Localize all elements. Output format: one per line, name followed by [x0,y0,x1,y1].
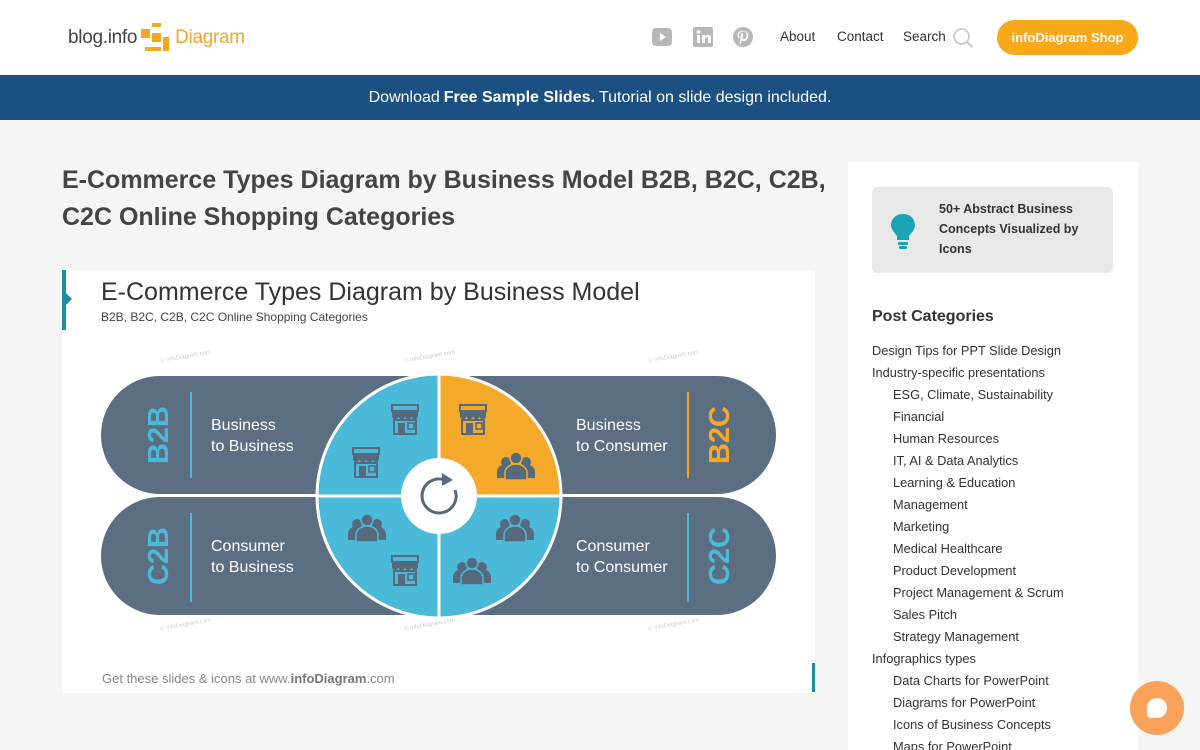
category-link[interactable]: Financial [893,409,945,424]
youtube-icon[interactable] [651,26,673,48]
promo-text: 50+ Abstract Business Concepts Visualize… [939,202,1079,256]
slide-accent-bar [62,270,66,330]
promo-card[interactable]: 50+ Abstract Business Concepts Visualize… [872,187,1113,273]
category-link[interactable]: Strategy Management [893,629,1019,644]
quadrant-c2c [437,494,563,620]
label-c2c-line2: to Consumer [576,559,668,576]
site-header: blog.info Diagram About Contact Search i… [0,0,1200,75]
slide-footer-suffix: .com [366,671,395,686]
categories-heading: Post Categories [872,308,994,325]
slide-subtitle: B2B, B2C, C2B, C2C Online Shopping Categ… [101,310,368,324]
promo-banner[interactable]: Download Free Sample Slides. Tutorial on… [0,75,1200,120]
code-b2c: B2C [704,406,736,464]
chat-button[interactable] [1130,681,1184,735]
category-link[interactable]: Infographics types [872,651,976,666]
code-b2b: B2B [143,406,175,464]
slide-footer-prefix: Get these slides & icons at www. [102,671,291,686]
category-link[interactable]: IT, AI & Data Analytics [893,453,1019,468]
category-link[interactable]: Maps for PowerPoint [893,739,1012,750]
banner-strong[interactable]: Free Sample Slides. [443,88,595,106]
slide-footer-bar [812,663,815,692]
nav-search[interactable]: Search [903,29,946,44]
label-c2c-line1: Consumer [576,538,650,555]
label-b2c-line1: Business [576,417,641,434]
cycle-center [401,458,477,534]
slide-accent-arrow-icon [66,293,72,305]
category-link[interactable]: Project Management & Scrum [893,585,1064,600]
category-link[interactable]: Learning & Education [893,475,1016,490]
nav-contact[interactable]: Contact [837,29,884,44]
category-link[interactable]: Diagrams for PowerPoint [893,695,1036,710]
label-b2b-line2: to Business [211,438,294,455]
logo-text-blog: blog.info [68,27,138,48]
site-logo[interactable]: blog.info Diagram [68,22,245,54]
slide-title: E-Commerce Types Diagram by Business Mod… [101,278,640,306]
category-link[interactable]: Industry-specific presentations [872,365,1045,380]
category-link[interactable]: Icons of Business Concepts [893,717,1051,732]
quadrant-c2b [315,494,441,620]
label-b2b-line1: Business [211,417,276,434]
chat-bubble-icon [1147,698,1167,718]
category-link[interactable]: Medical Healthcare [893,541,1003,556]
logo-text-diagram: Diagram [175,27,245,48]
nav-about[interactable]: About [780,29,816,44]
sidebar: 50+ Abstract Business Concepts Visualize… [848,162,1138,750]
category-link[interactable]: Sales Pitch [893,607,958,622]
code-c2c: C2C [704,527,736,585]
code-c2b: C2B [143,527,175,585]
cycle-icon [420,473,458,515]
shop-button[interactable]: infoDiagram Shop [997,20,1138,55]
category-link[interactable]: Human Resources [893,431,999,446]
category-link[interactable]: Design Tips for PPT Slide Design [872,343,1061,358]
post-title: E-Commerce Types Diagram by Business Mod… [62,166,826,231]
label-c2b-line1: Consumer [211,538,285,555]
slide-footer-brand: infoDiagram [290,671,367,686]
pinterest-icon[interactable] [732,26,754,48]
slide-footer: Get these slides & icons at www.infoDiag… [102,671,395,686]
category-link[interactable]: Product Development [893,563,1017,578]
ecommerce-diagram: B2B B2C C2B C2C Business to Business Bus… [101,372,776,620]
banner-prefix: Download [368,88,440,106]
linkedin-icon[interactable] [692,26,714,48]
logo-mark-icon [141,23,171,53]
category-link[interactable]: ESG, Climate, Sustainability [893,387,1054,402]
slide-preview[interactable]: E-Commerce Types Diagram by Business Mod… [62,270,815,693]
banner-suffix: Tutorial on slide design included. [598,88,832,106]
label-c2b-line2: to Business [211,559,294,576]
category-link[interactable]: Management [893,497,968,512]
search-icon[interactable] [952,27,974,49]
category-link[interactable]: Data Charts for PowerPoint [893,673,1049,688]
category-link[interactable]: Marketing [893,519,950,534]
lightbulb-icon [891,214,915,249]
label-b2c-line2: to Consumer [576,438,668,455]
